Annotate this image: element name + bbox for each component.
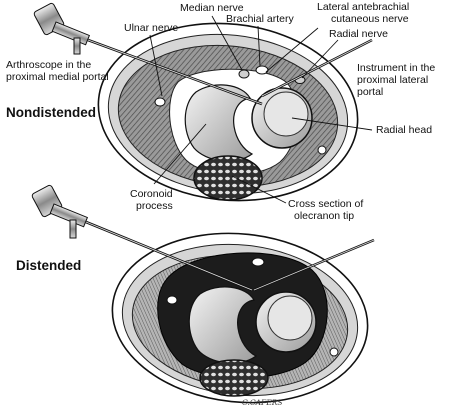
state-label-distended: Distended <box>16 258 81 273</box>
radial-head <box>251 87 313 149</box>
label-radial-nerve: Radial nerve <box>329 28 388 40</box>
label-arthroscope: Arthroscope in the proximal medial porta… <box>6 59 109 83</box>
brachial-artery-vessel <box>255 65 269 75</box>
trochlea <box>188 286 258 364</box>
leader-lines <box>149 15 373 204</box>
label-radial-head: Radial head <box>376 124 432 136</box>
trochlea <box>184 84 254 162</box>
lateral-vessel <box>329 347 339 357</box>
olecranon-tip <box>199 359 269 397</box>
instrument-bottom <box>253 238 375 292</box>
median-nerve-bundle <box>238 69 250 79</box>
lateral-vessel <box>317 145 327 155</box>
top-cross-section <box>33 2 373 202</box>
label-median-nerve: Median nerve <box>180 2 244 14</box>
instrument-top <box>261 38 373 98</box>
ulnar-nerve-bundle <box>154 97 166 107</box>
label-brachial-artery: Brachial artery <box>226 13 294 25</box>
labels: Arthroscope in the proximal medial porta… <box>6 1 438 407</box>
radial-head <box>255 291 317 353</box>
artist-signature: C.CAFERS <box>242 398 282 407</box>
vessel <box>251 257 265 267</box>
bottom-cross-section <box>31 184 375 404</box>
label-olecranon: Cross section of olecranon tip <box>288 198 366 222</box>
state-label-nondistended: Nondistended <box>6 105 96 120</box>
olecranon-tip <box>193 155 263 201</box>
label-lateral-antebrachial: Lateral antebrachial cutaneous nerve <box>317 1 412 25</box>
nerve <box>166 295 178 305</box>
arthroscope-top <box>33 2 263 106</box>
label-coronoid-process: Coronoid process <box>130 188 176 212</box>
label-instrument: Instrument in the proximal lateral porta… <box>357 62 438 98</box>
label-ulnar-nerve: Ulnar nerve <box>124 22 178 34</box>
arthroscope-bottom <box>31 184 253 292</box>
